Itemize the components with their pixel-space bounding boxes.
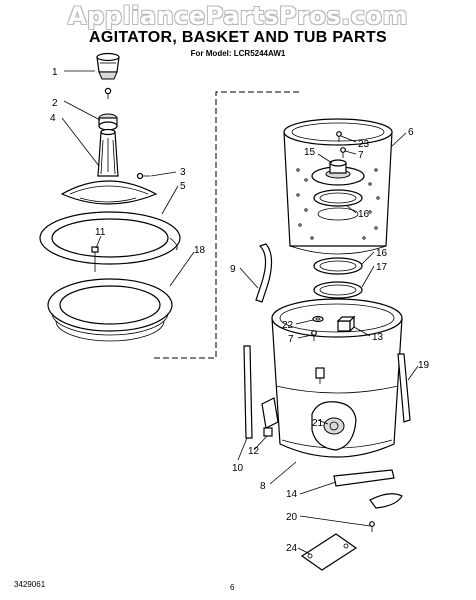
part-ring-16-upper xyxy=(313,189,363,221)
part-block-13 xyxy=(336,315,356,333)
callout: 21 xyxy=(312,418,324,429)
part-cap-screw xyxy=(104,87,112,99)
callout: 12 xyxy=(248,446,260,457)
part-bolt-11 xyxy=(91,246,99,272)
callout: 6 xyxy=(408,127,414,138)
part-agitator-cap xyxy=(96,52,120,80)
callout: 5 xyxy=(180,181,186,192)
part-screw-3 xyxy=(136,172,150,180)
callout: 7 xyxy=(288,334,294,345)
callout: 11 xyxy=(95,227,106,238)
callout: 19 xyxy=(418,360,430,371)
callout: 18 xyxy=(194,245,206,256)
part-screw-23 xyxy=(336,131,342,142)
part-ring-5 xyxy=(39,211,181,265)
part-screw-7-lower xyxy=(311,330,317,341)
callout: 9 xyxy=(230,264,236,275)
page-number: 6 xyxy=(230,583,235,592)
assembly-bracket xyxy=(154,91,300,359)
part-screw-7-upper xyxy=(340,147,346,158)
part-seal-17 xyxy=(313,281,363,299)
callout: 23 xyxy=(358,139,370,150)
callout: 2 xyxy=(52,98,58,109)
callout: 16 xyxy=(376,248,388,259)
callout: 14 xyxy=(286,489,298,500)
watermark: AppliancePartsPros.com xyxy=(68,2,408,30)
part-hose-9 xyxy=(255,243,273,303)
callout: 22 xyxy=(282,320,294,331)
callout: 17 xyxy=(376,262,388,273)
part-agitator-dogs xyxy=(98,113,118,131)
callout: 24 xyxy=(286,543,298,554)
callout: 7 xyxy=(358,150,364,161)
part-base-14 xyxy=(333,469,403,509)
callout: 20 xyxy=(286,512,298,523)
callout: 8 xyxy=(260,481,266,492)
part-screw-20 xyxy=(369,521,375,532)
part-tube-19 xyxy=(397,353,411,423)
part-hose-10 xyxy=(243,345,253,439)
part-basket xyxy=(283,118,393,255)
part-clamp-12 xyxy=(261,397,279,437)
callout: 4 xyxy=(50,113,56,124)
part-seal-16 xyxy=(313,257,363,275)
model-subtitle: For Model: LCR5244AW1 xyxy=(190,49,286,58)
part-washer-22 xyxy=(312,315,324,323)
callout: 13 xyxy=(372,332,384,343)
document-number: 3429061 xyxy=(14,580,46,589)
callout-labels: 1 2 4 3 5 11 18 6 23 7 15 16 9 16 17 22 … xyxy=(50,67,430,554)
part-ring-18 xyxy=(47,278,173,342)
callout: 1 xyxy=(52,67,58,78)
callout: 10 xyxy=(232,463,244,474)
leader-lines xyxy=(61,70,419,555)
part-plate-24 xyxy=(300,533,358,571)
page-title: AGITATOR, BASKET AND TUB PARTS xyxy=(89,29,387,46)
part-tub xyxy=(271,298,403,458)
callout: 3 xyxy=(180,167,186,178)
callout: 16 xyxy=(358,209,370,220)
part-pump-21 xyxy=(311,401,357,451)
part-hub-15 xyxy=(311,159,365,186)
callout: 15 xyxy=(304,147,316,158)
part-agitator xyxy=(60,128,158,205)
